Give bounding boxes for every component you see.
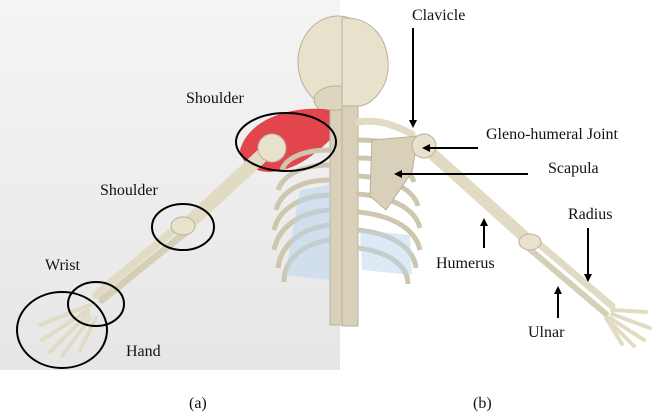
elbow-b [519, 234, 541, 250]
humeral-head-a [258, 134, 286, 162]
humeral-head-b [412, 134, 436, 158]
label-scapula: Scapula [548, 161, 599, 177]
ulna-b [526, 246, 606, 314]
panel-a-skeleton [40, 16, 378, 356]
label-hand: Hand [126, 344, 161, 360]
rib-cartilage-b [360, 230, 412, 275]
clavicle-b [358, 121, 412, 134]
elbow-a [171, 217, 195, 235]
hand-bones-b [606, 310, 650, 346]
radius-b [532, 238, 612, 306]
label-clavicle: Clavicle [412, 8, 465, 24]
skull-b [342, 18, 388, 106]
label-ulnar: Ulnar [528, 325, 564, 341]
spine-b [342, 106, 358, 326]
hand-bones-a [40, 305, 96, 356]
panel-b-skeleton [342, 18, 650, 346]
label-radius: Radius [568, 207, 612, 223]
caption-b: (b) [473, 396, 492, 412]
ulna-a [102, 232, 186, 300]
label-shoulder-elbow: Shoulder [100, 183, 158, 199]
humerus-b [428, 150, 528, 240]
label-shoulder-top: Shoulder [186, 91, 244, 107]
label-wrist: Wrist [45, 258, 80, 274]
humerus-a [190, 150, 268, 222]
caption-a: (a) [189, 396, 207, 412]
label-humerus: Humerus [436, 256, 495, 272]
rib-cartilage-a [285, 185, 330, 280]
label-gleno-humeral-joint: Gleno-humeral Joint [486, 127, 618, 143]
